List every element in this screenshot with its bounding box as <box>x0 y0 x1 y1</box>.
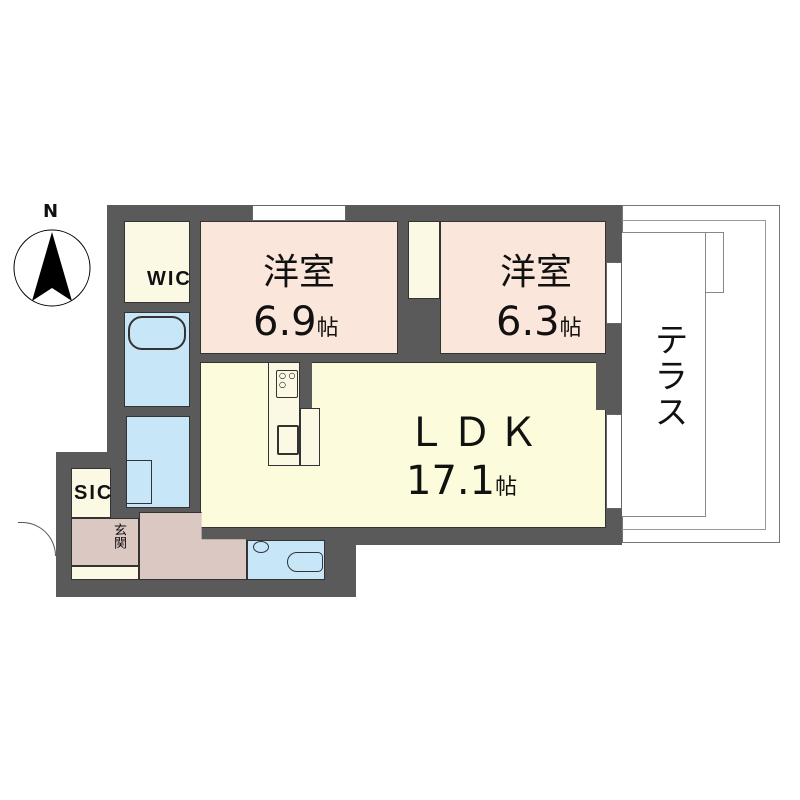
entry-door-swing[interactable] <box>18 522 56 556</box>
closet-room-2[interactable] <box>408 221 440 299</box>
western-room-2-name: 洋室 <box>499 252 572 293</box>
walk-in-closet[interactable]: WIC <box>124 221 190 303</box>
ldk-room[interactable]: ＬＤＫ 17.1帖 <box>200 362 606 528</box>
bathtub-icon <box>128 316 186 350</box>
window-ldk-right <box>606 414 622 509</box>
western-room-1-size-value: 6.9 <box>253 299 317 345</box>
western-room-1-name: 洋室 <box>262 252 335 293</box>
wic-label: WIC <box>147 268 192 290</box>
entrance[interactable]: 玄関 <box>71 518 139 566</box>
western-room-1[interactable]: 洋室 6.9帖 <box>200 221 398 354</box>
kitchen-island <box>300 408 320 466</box>
kitchen-wall <box>300 362 312 408</box>
outside-gap <box>356 545 622 605</box>
terrace-inner <box>622 220 766 530</box>
washroom[interactable] <box>126 416 190 508</box>
window-room-1-top <box>252 205 346 221</box>
western-room-2-size-unit: 帖 <box>559 316 582 341</box>
terrace-label: テラス <box>648 322 688 430</box>
compass-north-label: N <box>43 201 59 222</box>
terrace-step <box>705 232 724 293</box>
ldk-wall-notch <box>596 362 608 410</box>
western-room-2[interactable]: 洋室 6.3帖 <box>440 221 606 354</box>
ldk-name: ＬＤＫ <box>406 410 544 456</box>
hand-wash-icon <box>253 541 269 553</box>
sic-label: SIC <box>74 482 114 504</box>
ldk-size-unit: 帖 <box>495 475 518 500</box>
kitchen-counter[interactable] <box>268 362 300 466</box>
western-room-2-size: 6.3帖 <box>496 302 582 342</box>
window-room-2-right <box>606 262 622 324</box>
ldk-size-value: 17.1 <box>406 458 496 504</box>
stove-icon: ○ ○○ <box>276 370 298 398</box>
terrace-floor <box>622 232 706 517</box>
western-room-1-size-unit: 帖 <box>316 316 339 341</box>
toilet-icon <box>287 552 323 572</box>
washbasin-icon <box>126 460 152 504</box>
shoe-in-closet[interactable]: SIC <box>71 468 111 518</box>
ldk-size: 17.1帖 <box>406 461 517 501</box>
western-room-1-size: 6.9帖 <box>253 302 339 342</box>
western-room-2-size-value: 6.3 <box>496 299 560 345</box>
sink-icon <box>277 425 299 455</box>
entrance-label: 玄関 <box>111 523 126 549</box>
shoe-cabinet <box>71 566 139 580</box>
